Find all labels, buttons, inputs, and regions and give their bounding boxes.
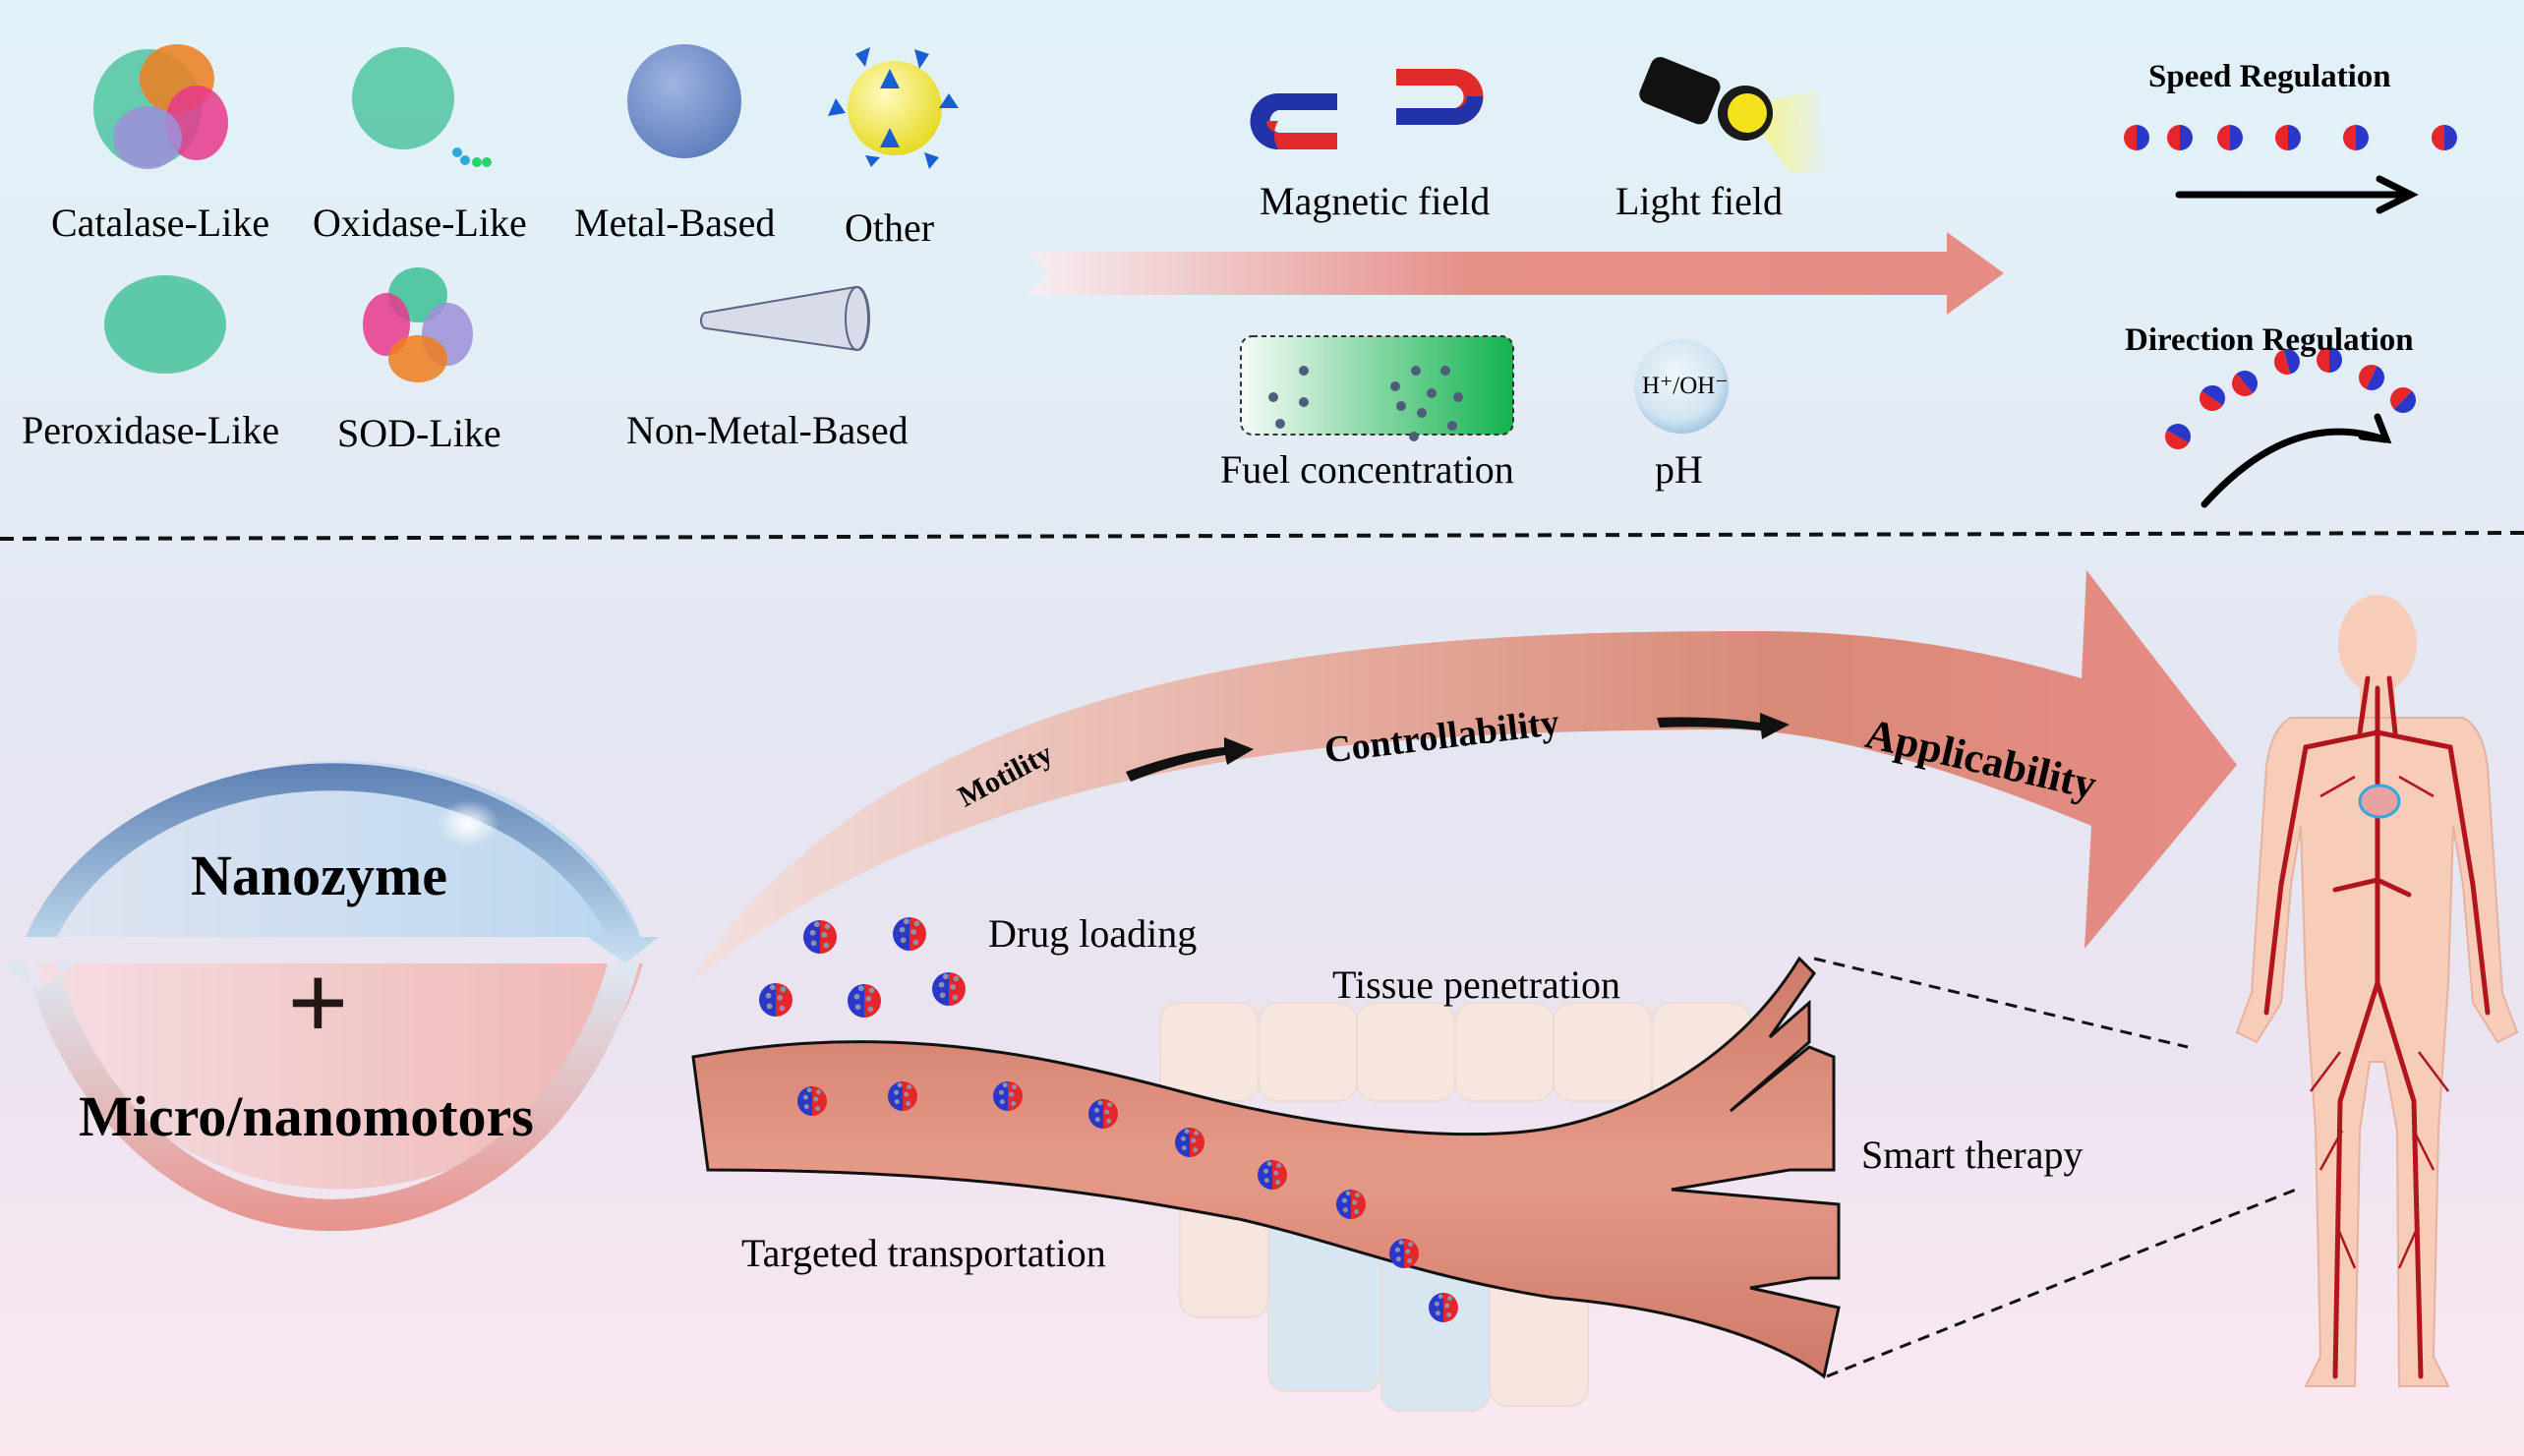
janus-particle (2167, 125, 2193, 150)
direction-regulation-particles (2165, 347, 2416, 449)
catalase-like-protein-icon (93, 44, 228, 169)
other-framework-cage-icon (828, 47, 959, 169)
vessel-particle (797, 1086, 827, 1116)
janus-particle (2359, 365, 2384, 390)
section-divider (0, 531, 2524, 541)
speed-arrow-icon (2175, 175, 2419, 214)
janus-particle (2317, 347, 2342, 373)
janus-particle (2124, 125, 2149, 150)
speed-regulation-particles (2124, 125, 2457, 150)
nanozyme-type-label-sod: SOD-Like (337, 411, 501, 455)
vessel-transport-particles (797, 1081, 1458, 1322)
vessel-particle (1258, 1160, 1287, 1190)
direction-regulation-title: Direction Regulation (2125, 322, 2414, 358)
human-circulatory-system-figure (2235, 595, 2519, 1387)
motility-to-controllability-arrow-icon (1126, 737, 1254, 782)
nanozyme-type-label-metal: Metal-Based (574, 201, 776, 245)
vessel-particle (1175, 1128, 1204, 1157)
nanozyme-type-label-catalase: Catalase-Like (51, 201, 270, 245)
sod-like-protein-icon (363, 267, 473, 382)
drug-loaded-particle (893, 917, 926, 951)
nanozyme-type-label-oxidase: Oxidase-Like (313, 201, 527, 245)
controllability-to-applicability-arrow-icon (1657, 713, 1790, 739)
ph-ion-text: H⁺/OH⁻ (1642, 373, 1729, 399)
janus-particle (2343, 125, 2369, 150)
nanozyme-type-label-peroxidase: Peroxidase-Like (22, 408, 280, 452)
janus-particle (2232, 371, 2258, 396)
cycle-bottom-label: Micro/nanomotors (79, 1084, 534, 1148)
janus-particle (2275, 125, 2301, 150)
janus-particle (2432, 125, 2457, 150)
janus-particle (2165, 424, 2191, 449)
label-targeted-transportation: Targeted transportation (741, 1231, 1106, 1275)
vessel-particle (888, 1081, 917, 1111)
stimulus-label-fuel: Fuel concentration (1220, 447, 1514, 492)
janus-particle (2217, 125, 2243, 150)
vessel-particle (993, 1081, 1023, 1111)
nanozyme-motor-cycle (4, 760, 659, 1232)
label-tissue-penetration: Tissue penetration (1332, 962, 1620, 1007)
vessel-particle (1336, 1190, 1366, 1219)
janus-particle (2390, 387, 2416, 413)
progression-curved-arrow (688, 570, 2237, 983)
direction-arrow-icon (2201, 413, 2392, 508)
vessel-particle (1389, 1239, 1419, 1268)
ph-droplet-icon (1634, 339, 1729, 434)
vessel-particle (1088, 1099, 1118, 1129)
stimulus-label-light: Light field (1615, 179, 1783, 223)
label-drug-loading: Drug loading (988, 911, 1198, 956)
peroxidase-like-protein-icon (104, 275, 226, 374)
nanozyme-type-label-non-metal: Non-Metal-Based (626, 408, 909, 452)
drug-loaded-particle (848, 984, 881, 1018)
nanozyme-type-label-other: Other (845, 205, 935, 250)
stimulus-label-magnetic: Magnetic field (1260, 179, 1491, 223)
zoom-line-bottom (1826, 1188, 2297, 1378)
stimulus-label-ph: pH (1655, 447, 1703, 492)
speed-regulation-title: Speed Regulation (2148, 59, 2391, 94)
non-metal-carbon-nanotube-icon (700, 285, 870, 352)
fuel-concentration-box (1240, 335, 1514, 441)
metal-based-nanoparticle-icon (627, 44, 741, 158)
drug-loaded-particle (932, 972, 966, 1006)
flashlight-icon (1639, 56, 1829, 172)
janus-particle (2200, 385, 2225, 411)
drug-loaded-particles (759, 917, 966, 1018)
cycle-plus-sign: + (287, 943, 349, 1063)
drug-loaded-particle (759, 983, 792, 1017)
vessel-particle (1429, 1293, 1458, 1322)
oxidase-like-protein-icon (352, 47, 492, 167)
cycle-top-label: Nanozyme (191, 844, 447, 907)
zoom-line-top (1813, 957, 2189, 1049)
horseshoe-magnet-icon (1250, 69, 1484, 149)
label-smart-therapy: Smart therapy (1861, 1133, 2084, 1177)
janus-particle (2274, 349, 2300, 375)
drug-loaded-particle (803, 920, 837, 954)
stimuli-progress-arrow (1027, 232, 2004, 315)
